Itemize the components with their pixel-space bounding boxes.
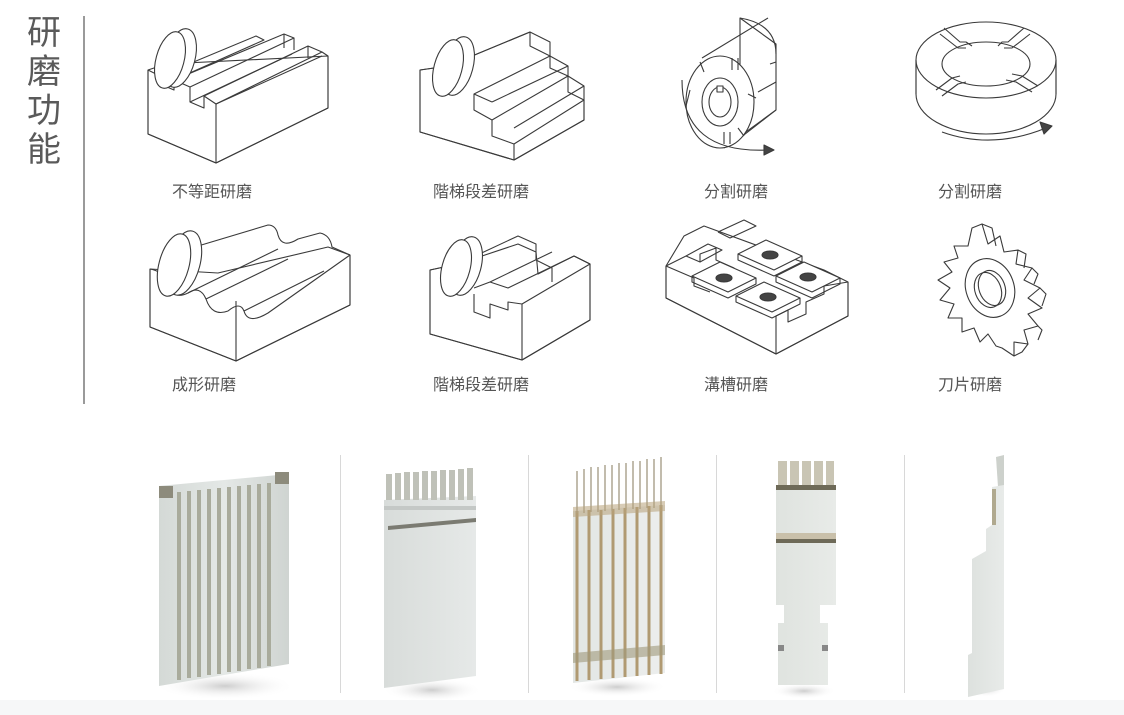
diagram-caption: 分割研磨 xyxy=(704,182,769,201)
section-title-char: 研 xyxy=(27,13,61,53)
step-grinding-icon xyxy=(418,28,588,163)
blade-insert-photo xyxy=(962,455,1012,704)
section-title: 研 磨 功 能 xyxy=(22,14,66,170)
vertical-divider xyxy=(83,16,85,404)
pin-array-photo xyxy=(565,455,675,704)
diagram-caption: 階梯段差研磨 xyxy=(433,375,530,394)
photo-divider xyxy=(528,455,529,693)
section-title-char: 功 xyxy=(27,91,61,131)
punch-comb-photo xyxy=(380,468,490,707)
photo-divider xyxy=(716,455,717,693)
stepped-punch-photo xyxy=(770,455,840,704)
profile-grinding-icon xyxy=(148,224,353,365)
diagram-caption: 不等距研磨 xyxy=(172,182,253,201)
step-slot-grinding-icon xyxy=(428,230,593,361)
unequal-pitch-grinding-icon xyxy=(146,28,336,168)
diagram-caption: 階梯段差研磨 xyxy=(433,182,530,201)
ring-indexing-grinding-icon xyxy=(912,20,1057,150)
diagram-caption: 刀片研磨 xyxy=(938,375,1003,394)
photo-divider xyxy=(340,455,341,693)
section-title-char: 能 xyxy=(27,130,61,170)
groove-grinding-icon xyxy=(664,219,854,355)
photo-divider xyxy=(904,455,905,693)
comb-insert-photo xyxy=(155,464,300,708)
diagram-caption: 成形研磨 xyxy=(172,375,237,394)
section-title-char: 磨 xyxy=(27,52,61,92)
cylinder-indexing-grinding-icon xyxy=(680,14,780,159)
diagram-caption: 分割研磨 xyxy=(938,182,1003,201)
diagram-caption: 溝槽研磨 xyxy=(704,375,769,394)
footer-band xyxy=(0,700,1124,715)
blade-grinding-icon xyxy=(937,218,1048,358)
